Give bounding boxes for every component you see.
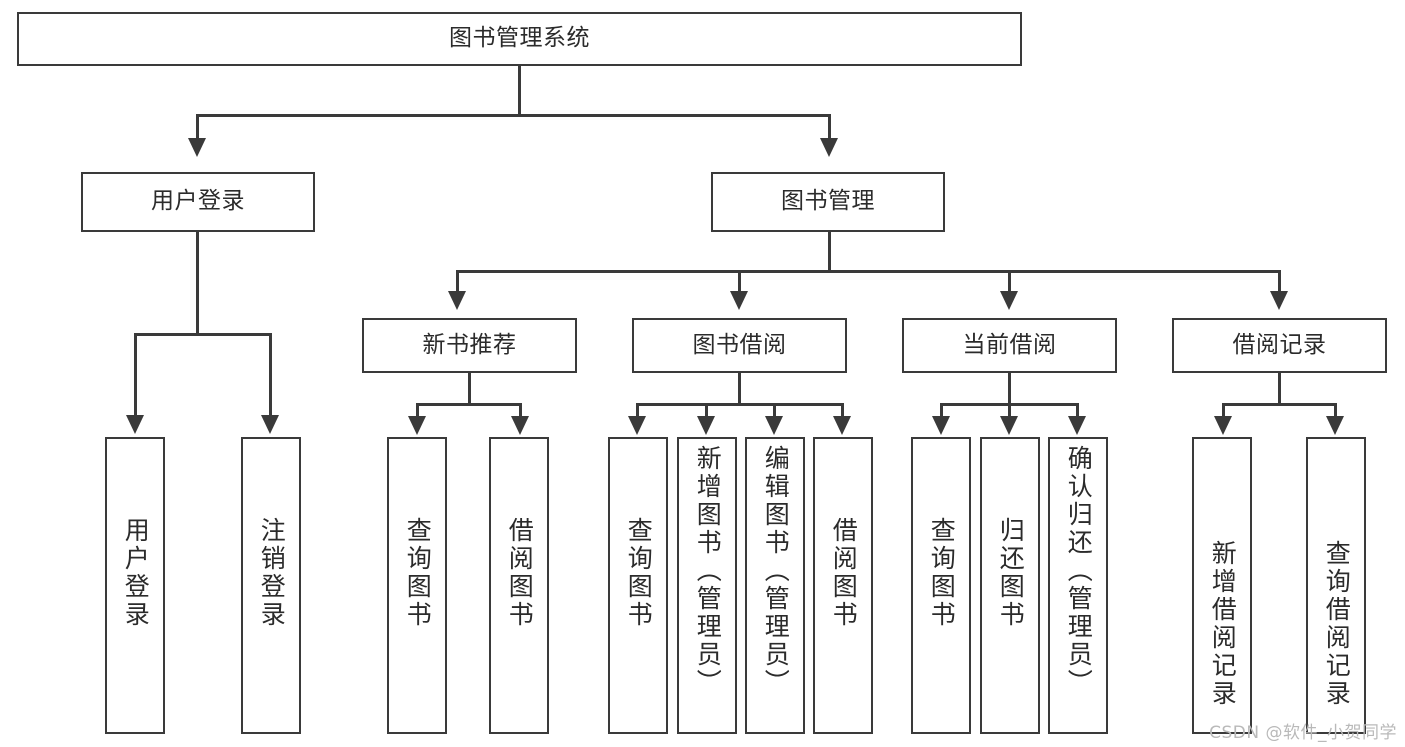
connector-book-borrow-stem [738,373,741,405]
arrow-bm-to-borrow-record [1270,291,1288,310]
node-root-book-management-system[interactable]: 图书管理系统 [17,12,1022,66]
connector-new-book-to-leaf-2 [519,403,522,419]
node-label: 用户登录 [121,517,151,629]
arrow-book-borrow-to-leaf-2 [697,416,715,435]
leaf-current-borrow-query-book[interactable]: 查询图书 [911,437,971,734]
connector-borrow-record-stem [1278,373,1281,405]
connector-user-login-to-leaf-2 [269,333,272,418]
connector-bm-to-new-book [456,270,459,294]
connector-book-borrow-to-leaf-2 [705,403,708,419]
node-label: 查询图书 [403,517,433,629]
connector-borrow-record-to-leaf-1 [1222,403,1225,419]
leaf-book-borrow-add-book-admin[interactable]: 新增图书（管理员） [677,437,737,734]
node-label: 查询图书 [624,517,654,629]
arrow-new-book-to-leaf-1 [408,416,426,435]
connector-book-borrow-bus [636,403,843,406]
arrow-borrow-record-to-leaf-2 [1326,416,1344,435]
connector-bm-to-current-borrow [1008,270,1011,294]
arrow-bm-to-new-book [448,291,466,310]
connector-root-to-book-management [828,114,831,142]
arrow-bm-to-book-borrow [730,291,748,310]
connector-root-to-user-login [196,114,199,142]
connector-current-borrow-to-leaf-3 [1076,403,1079,419]
node-label: 图书借阅 [692,331,787,358]
node-borrow-record[interactable]: 借阅记录 [1172,318,1387,373]
connector-current-borrow-to-leaf-1 [940,403,943,419]
arrow-user-login-to-leaf-1 [126,415,144,434]
node-label: 图书管理系统 [449,25,590,52]
leaf-book-borrow-edit-book-admin[interactable]: 编辑图书（管理员） [745,437,805,734]
connector-user-login-bus [134,333,272,336]
leaf-user-login-login[interactable]: 用户登录 [105,437,165,734]
node-label: 借阅记录 [1232,331,1327,358]
leaf-book-borrow-borrow-book[interactable]: 借阅图书 [813,437,873,734]
connector-current-borrow-stem [1008,373,1011,405]
node-user-login[interactable]: 用户登录 [81,172,315,232]
node-label: 图书管理 [781,188,875,215]
leaf-borrow-record-query-record[interactable]: 查询借阅记录 [1306,437,1366,734]
arrow-root-to-book-management [820,138,838,157]
arrow-new-book-to-leaf-2 [511,416,529,435]
connector-new-book-stem [468,373,471,405]
connector-new-book-to-leaf-1 [416,403,419,419]
watermark-text: CSDN @软件_小贺同学 [1209,723,1397,743]
arrow-bm-to-current-borrow [1000,291,1018,310]
leaf-user-login-logout[interactable]: 注销登录 [241,437,301,734]
node-label: 用户登录 [151,188,245,215]
arrow-current-borrow-to-leaf-1 [932,416,950,435]
node-label: 确认归还（管理员） [1064,445,1094,697]
node-new-book-recommend[interactable]: 新书推荐 [362,318,577,373]
arrow-book-borrow-to-leaf-1 [628,416,646,435]
node-label: 新增借阅记录 [1208,540,1238,708]
connector-current-borrow-to-leaf-2 [1008,403,1011,419]
leaf-new-book-query-book[interactable]: 查询图书 [387,437,447,734]
connector-book-borrow-to-leaf-1 [636,403,639,419]
node-label: 注销登录 [257,517,287,629]
arrow-book-borrow-to-leaf-4 [833,416,851,435]
connector-borrow-record-bus [1222,403,1337,406]
arrow-user-login-to-leaf-2 [261,415,279,434]
node-book-management[interactable]: 图书管理 [711,172,945,232]
leaf-current-borrow-return-book[interactable]: 归还图书 [980,437,1040,734]
connector-book-borrow-to-leaf-3 [773,403,776,419]
leaf-current-borrow-confirm-return-admin[interactable]: 确认归还（管理员） [1048,437,1108,734]
leaf-borrow-record-add-record[interactable]: 新增借阅记录 [1192,437,1252,734]
node-label: 借阅图书 [829,517,859,629]
node-label: 当前借阅 [962,331,1057,358]
node-label: 查询图书 [927,517,957,629]
connector-root-bus [196,114,831,117]
node-book-borrow[interactable]: 图书借阅 [632,318,847,373]
connector-user-login-to-leaf-1 [134,333,137,418]
node-label: 借阅图书 [505,517,535,629]
node-current-borrow[interactable]: 当前借阅 [902,318,1117,373]
connector-book-management-bus [456,270,1280,273]
connector-root-stem [518,66,521,116]
node-label: 编辑图书（管理员） [761,445,791,697]
connector-bm-to-borrow-record [1278,270,1281,294]
node-label: 新书推荐 [422,331,517,358]
arrow-book-borrow-to-leaf-3 [765,416,783,435]
leaf-book-borrow-query-book[interactable]: 查询图书 [608,437,668,734]
node-label: 新增图书（管理员） [693,445,723,697]
connector-book-management-stem [828,232,831,273]
node-label: 查询借阅记录 [1322,540,1352,708]
connector-bm-to-book-borrow [738,270,741,294]
connector-borrow-record-to-leaf-2 [1334,403,1337,419]
node-label: 归还图书 [996,517,1026,629]
arrow-current-borrow-to-leaf-2 [1000,416,1018,435]
leaf-new-book-borrow-book[interactable]: 借阅图书 [489,437,549,734]
connector-user-login-stem [196,232,199,335]
arrow-root-to-user-login [188,138,206,157]
connector-book-borrow-to-leaf-4 [841,403,844,419]
arrow-borrow-record-to-leaf-1 [1214,416,1232,435]
connector-new-book-bus [416,403,522,406]
arrow-current-borrow-to-leaf-3 [1068,416,1086,435]
